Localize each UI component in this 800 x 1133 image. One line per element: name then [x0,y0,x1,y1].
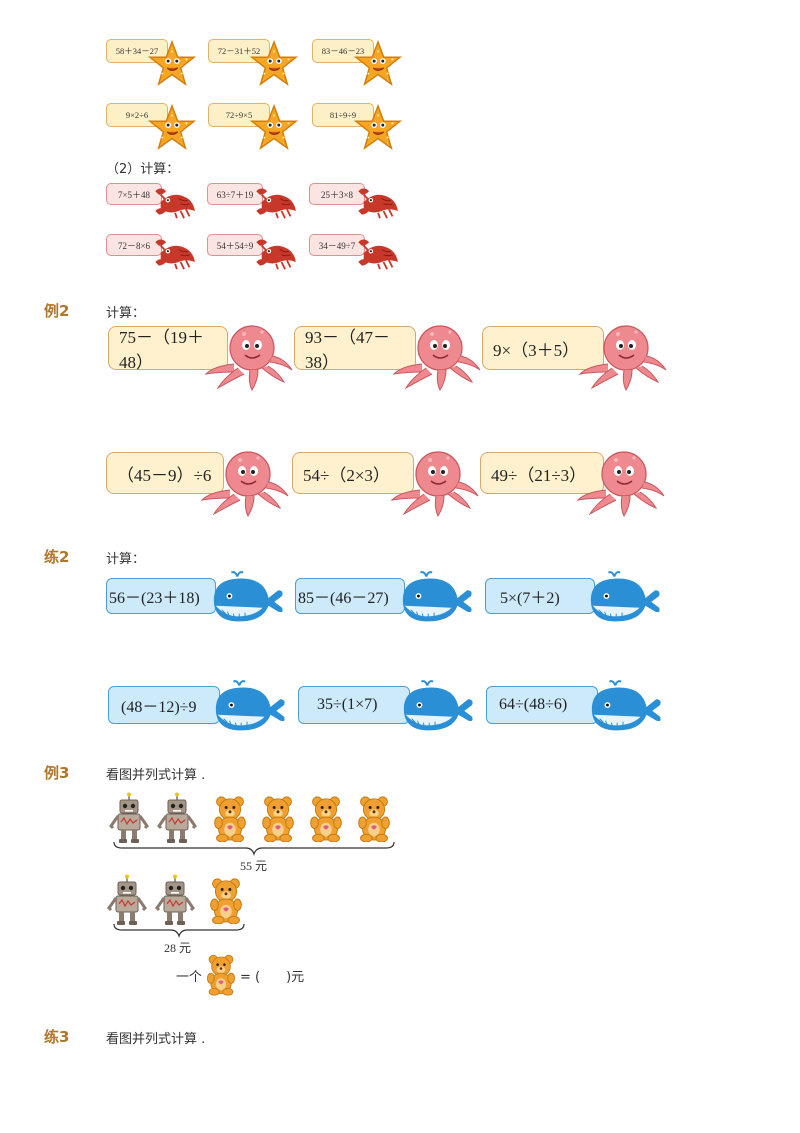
lobster-icon [253,184,301,220]
whale-problem: 56－(23＋18) [106,578,216,614]
starfish-icon [354,40,402,88]
octopus-problem: 93－（47－38） [294,326,416,372]
bear-icon [210,794,250,842]
practice3-label: 练3 [44,1028,70,1046]
total-price-1: 55 元 [240,859,268,873]
whale-icon [586,678,664,736]
lobster-icon [355,184,403,220]
octopus-problem: 9×（3＋5） [482,326,604,370]
whale-problem: 64÷(48÷6) [486,686,598,724]
example2-label: 例2 [44,302,70,320]
bear-icon [204,952,238,996]
part2-label: （2）计算： [106,162,180,177]
practice3-instruction: 看图并列式计算 . [106,1032,206,1047]
robot-icon [106,874,148,926]
whale-icon [397,570,475,626]
starfish-icon [148,104,196,152]
whale-problem: 5×(7＋2) [485,578,595,614]
starfish-icon [354,104,402,152]
starfish-problem: 58＋34－27 [106,39,168,63]
total-price-2: 28 元 [164,941,192,955]
robot-icon [154,874,196,926]
lobster-icon [253,235,301,271]
example2-instruction: 计算： [106,306,146,321]
whale-icon [398,678,476,736]
lobster-problem: 25＋3×8 [309,183,365,205]
whale-icon [208,570,286,626]
whale-icon [210,678,288,736]
bear-icon [306,794,346,842]
octopus-problem: （45－9）÷6 [106,452,224,494]
practice2-instruction: 计算： [106,552,146,567]
octopus-problem: 49÷（21÷3） [480,452,604,494]
octopus-icon [392,322,482,392]
brace-2 [113,923,245,938]
answer-prefix: 一个 [176,970,203,985]
whale-icon [585,570,663,626]
starfish-problem: 72－31＋52 [208,39,270,63]
example3-instruction: 看图并列式计算 . [106,768,206,783]
brace-1 [113,841,395,856]
octopus-problem: 54÷（2×3） [292,452,414,494]
robot-icon [108,792,150,844]
octopus-icon [578,322,668,392]
octopus-icon [390,448,480,518]
robot-icon [156,792,198,844]
practice2-label: 练2 [44,548,70,566]
bear-icon [354,794,394,842]
whale-problem: (48－12)÷9 [108,686,220,724]
whale-problem: 35÷(1×7) [298,686,410,724]
starfish-icon [148,40,196,88]
octopus-problem: 75－（19＋48） [108,326,228,372]
octopus-icon [200,448,290,518]
octopus-icon [576,448,666,518]
answer-blank: = ( )元 [240,970,305,985]
starfish-icon [250,40,298,88]
bear-icon [206,876,246,924]
lobster-icon [152,184,200,220]
starfish-icon [250,104,298,152]
octopus-icon [204,322,294,392]
whale-problem: 85－(46－27) [295,578,405,614]
lobster-icon [355,235,403,271]
lobster-icon [152,235,200,271]
example3-label: 例3 [44,764,70,782]
bear-icon [258,794,298,842]
